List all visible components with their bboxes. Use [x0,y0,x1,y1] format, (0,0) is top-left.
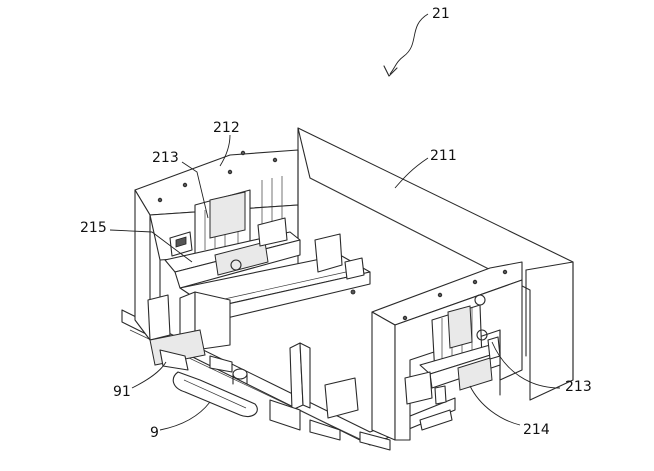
label-215: 215 [80,220,107,236]
leader-lines [109,134,561,431]
reference-labels: 21 211 212 213 215 91 9 213 214 [80,6,592,441]
label-214: 214 [523,422,550,438]
label-212: 212 [213,120,240,136]
label-21: 21 [432,6,450,22]
center-bracket [269,342,359,441]
label-91: 91 [113,384,131,400]
assembly-arrow [383,13,429,77]
right-clamp [359,336,501,451]
label-211: 211 [430,148,457,164]
front-left-plate [147,291,231,366]
cross-rail [179,233,371,323]
label-9: 9 [150,425,159,441]
label-213-left: 213 [152,150,179,166]
left-clamp [164,217,301,289]
handle-assembly [159,349,258,418]
label-213-right: 213 [565,379,592,395]
